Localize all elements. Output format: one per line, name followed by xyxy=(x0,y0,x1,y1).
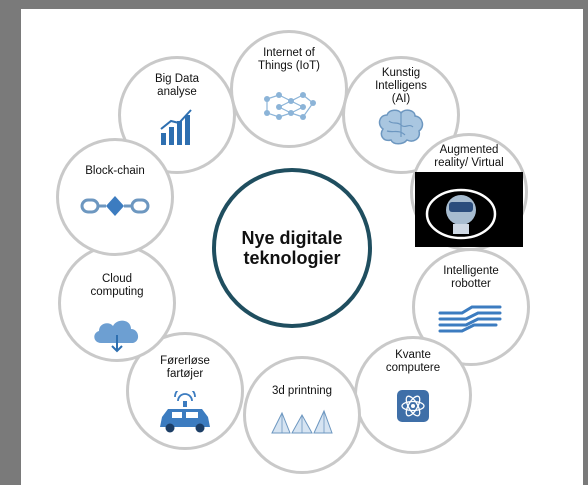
node-iot: Internet of Things (IoT) xyxy=(230,30,348,148)
node-big-data: Big Data analyse xyxy=(118,56,236,174)
node-label: Kunstig Intelligens (AI) xyxy=(375,67,427,105)
node-label: Cloud computing xyxy=(90,273,144,298)
pyramid-icon xyxy=(271,409,333,434)
cloud-icon xyxy=(94,320,139,353)
bar-chart-icon xyxy=(160,109,192,145)
node-label: Kvante computere xyxy=(385,349,441,374)
node-label: Internet of Things (IoT) xyxy=(258,47,320,72)
node-label: Førerløse fartøjer xyxy=(160,355,210,380)
chain-icon xyxy=(80,196,150,216)
vr-headset-icon xyxy=(425,188,497,240)
node-label: Big Data analyse xyxy=(154,73,200,98)
node-label: 3d printning xyxy=(271,385,333,397)
node-quantum-computers: Kvante computere xyxy=(354,336,472,454)
center-hub: Nye digitale teknologier xyxy=(212,168,372,328)
node-cloud-computing: Cloud computing xyxy=(58,244,176,362)
node-3d-printing: 3d printning xyxy=(243,356,361,474)
center-label: Nye digitale teknologier xyxy=(241,228,343,268)
atom-chip-icon xyxy=(397,390,429,422)
network-icon xyxy=(264,92,316,120)
robot-hand-icon xyxy=(438,305,502,333)
node-blockchain: Block-chain xyxy=(56,138,174,256)
vr-image-panel xyxy=(415,172,523,247)
node-label: Augmented reality/ Virtual xyxy=(434,144,504,169)
node-label: Intelligente robotter xyxy=(443,265,499,290)
node-label: Block-chain xyxy=(85,165,145,177)
brain-icon xyxy=(378,109,424,145)
car-icon xyxy=(160,391,210,433)
